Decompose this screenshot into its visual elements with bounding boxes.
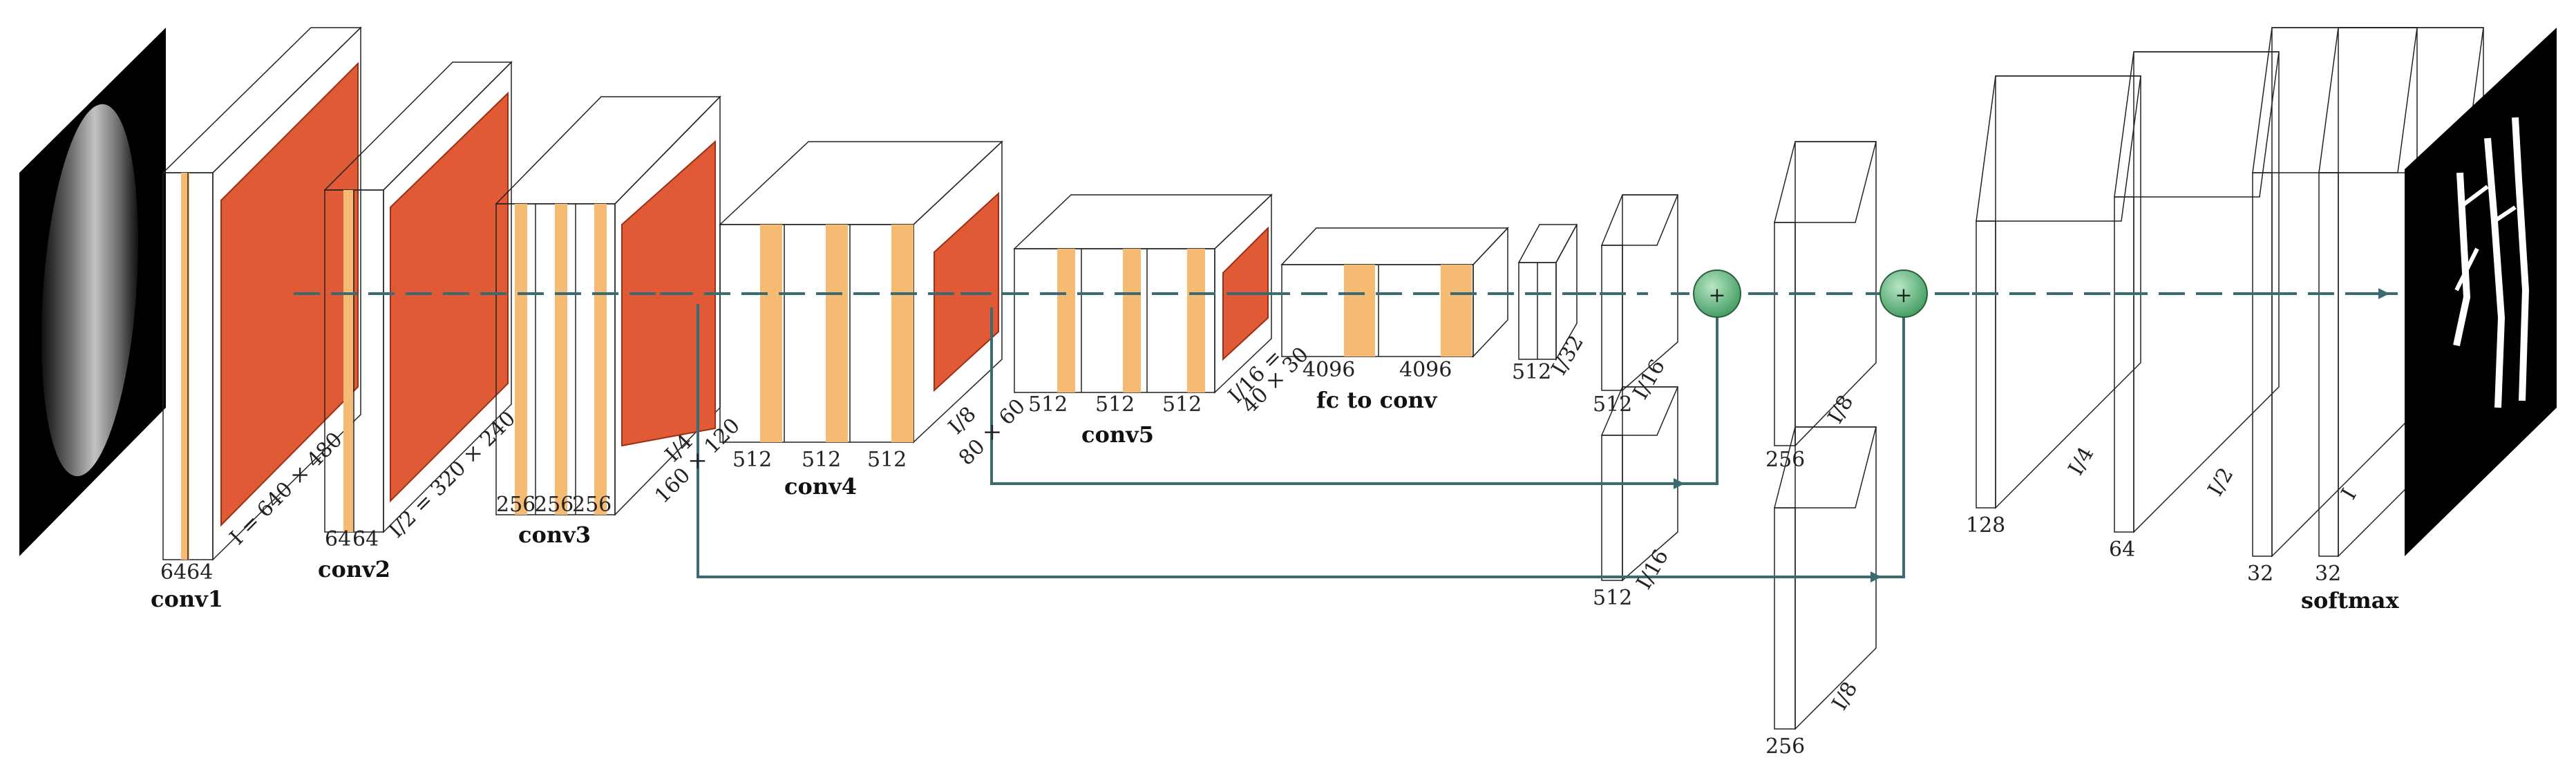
conv1-label: conv1 <box>151 586 223 612</box>
deconv2-size: I/2 <box>2204 464 2239 500</box>
conv5-label: conv5 <box>1081 421 1154 448</box>
conv4-label: conv4 <box>784 473 857 500</box>
fc-channel-2: 4096 <box>1399 358 1452 382</box>
conv2-block <box>323 61 513 533</box>
up16-channels: 512 <box>1593 392 1632 417</box>
skip-connection-conv3 <box>697 304 1909 577</box>
skip8-channels: 256 <box>1765 734 1805 759</box>
deconv1-block <box>2252 27 2418 558</box>
deconv4-block <box>1976 75 2141 509</box>
conv1-block <box>162 26 362 561</box>
skip16-channels: 512 <box>1593 586 1632 610</box>
skip8-size: I/8 <box>1828 678 1863 714</box>
conv1-channels: 6464 <box>160 560 213 585</box>
softmax-label: softmax <box>2301 587 2400 614</box>
conv5-channel-2: 512 <box>1095 392 1135 417</box>
sum-2-plus: + <box>1895 283 1912 307</box>
fc-to-conv-block <box>1280 227 1509 358</box>
conv4-channel-2: 512 <box>802 448 841 472</box>
conv3-channel-3: 256 <box>572 493 612 517</box>
conv4-channel-1: 512 <box>732 448 772 472</box>
conv2-label: conv2 <box>318 556 390 582</box>
upsample16-block <box>1600 194 1679 392</box>
score32-size: I/32 <box>1547 331 1589 379</box>
deconv2-channels: 64 <box>2109 538 2135 562</box>
skip16-block <box>1600 386 1679 582</box>
sum-node-2: + <box>1879 269 1928 318</box>
conv2-channel-2: 64 <box>352 527 379 551</box>
fc-to-conv-label: fc to conv <box>1316 387 1438 413</box>
skip16-size: I/16 <box>1632 545 1674 594</box>
conv5-block <box>1013 193 1273 394</box>
up8-channels: 256 <box>1765 448 1805 472</box>
conv4-block <box>719 140 1003 444</box>
conv4-channel-3: 512 <box>867 448 907 472</box>
input-image <box>19 28 166 556</box>
deconv4-channels: 128 <box>1966 513 2005 538</box>
up16-size: I/16 <box>1629 355 1670 404</box>
score32-channels: 512 <box>1512 360 1551 384</box>
conv3-label: conv3 <box>518 522 591 548</box>
output-segmentation <box>2405 28 2557 556</box>
sum-1-plus: + <box>1708 283 1725 307</box>
deconv1-channels: 32 <box>2247 562 2273 586</box>
conv5-channel-1: 512 <box>1028 392 1068 417</box>
sum-node-1: + <box>1693 269 1741 318</box>
skip-connection-conv4 <box>990 305 1723 484</box>
skip8-block <box>1774 426 1877 730</box>
softmax-size: I <box>2337 484 2362 504</box>
conv3-channel-1: 256 <box>496 493 536 517</box>
upsample8-block <box>1774 141 1877 447</box>
fc-channel-1: 4096 <box>1303 358 1355 382</box>
conv5-channel-3: 512 <box>1162 392 1202 417</box>
softmax-channels: 32 <box>2315 562 2341 586</box>
up8-size: I/8 <box>1824 391 1859 428</box>
conv2-channel-1: 64 <box>325 527 351 551</box>
deconv4-size: I/4 <box>2064 443 2099 480</box>
conv3-channel-2: 256 <box>534 493 574 517</box>
score32-block <box>1517 224 1578 361</box>
deconv2-block <box>2114 51 2280 533</box>
